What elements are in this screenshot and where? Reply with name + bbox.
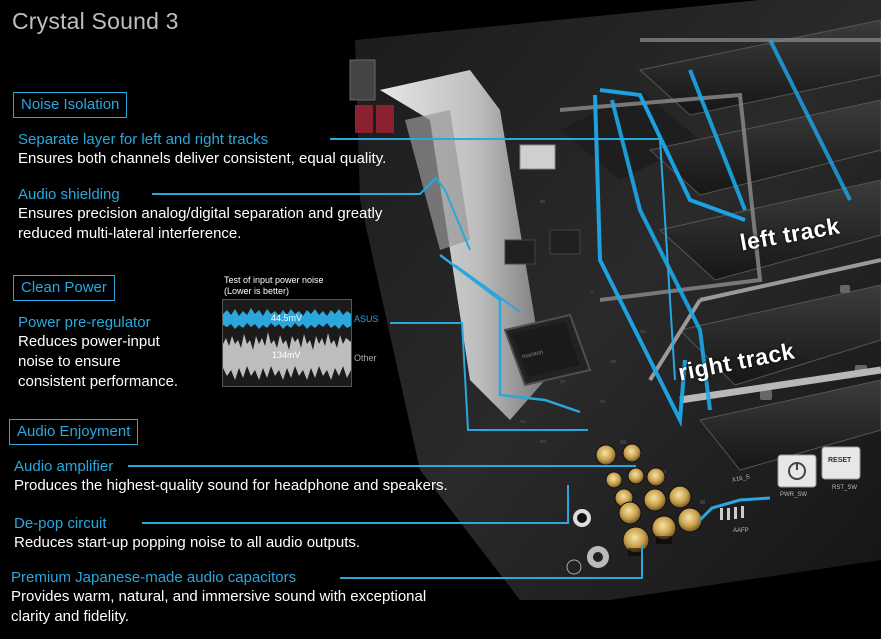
feature-desc-de-pop: Reduces start-up popping noise to all au…	[14, 534, 361, 551]
callout-lines	[128, 39, 852, 579]
reset-button-label: RESET	[828, 457, 852, 464]
feature-desc-audio-shielding-line1: Ensures precision analog/digital separat…	[18, 205, 383, 222]
feature-desc-audio-shielding-line2: reduced multi-lateral interference.	[18, 225, 242, 242]
noise-other-label: Other	[354, 353, 377, 363]
noise-chart-title-line2: (Lower is better)	[224, 286, 290, 296]
aafp-label: AAFP	[733, 528, 749, 534]
feature-desc-capacitors-line1: Provides warm, natural, and immersive so…	[11, 588, 427, 605]
page-title: Crystal Sound 3	[12, 8, 179, 34]
feature-title-capacitors: Premium Japanese-made audio capacitors	[11, 569, 297, 586]
noise-asus-value: 44.5mV	[271, 313, 303, 323]
feature-title-audio-shielding: Audio shielding	[18, 186, 120, 203]
feature-desc-power-line1: Reduces power-input	[18, 333, 160, 350]
noise-asus-label: ASUS	[354, 314, 379, 324]
noise-chart: 44.5mV 134mV	[222, 299, 352, 387]
section-heading-noise-isolation: Noise Isolation	[13, 92, 128, 118]
feature-title-de-pop: De-pop circuit	[14, 515, 107, 532]
feature-title-separate-layer: Separate layer for left and right tracks	[18, 131, 269, 148]
expansion-slots	[560, 19, 881, 471]
feature-desc-capacitors-line2: clarity and fidelity.	[11, 608, 130, 625]
pwr-sw-label: PWR_SW	[780, 492, 807, 498]
feature-desc-power-line3: consistent performance.	[18, 373, 179, 390]
onboard-buttons	[777, 446, 861, 488]
feature-desc-audio-amplifier: Produces the highest-quality sound for h…	[14, 477, 448, 494]
audio-shield	[380, 70, 545, 420]
section-heading-clean-power: Clean Power	[13, 275, 115, 301]
audio-codec-chip	[503, 313, 592, 387]
feature-desc-separate-layer: Ensures both channels deliver consistent…	[18, 150, 387, 167]
rst-sw-label: RST_SW	[832, 485, 858, 491]
feature-desc-power-line2: noise to ensure	[18, 353, 121, 370]
feature-title-audio-amplifier: Audio amplifier	[14, 458, 114, 475]
noise-waveforms	[223, 308, 351, 380]
noise-other-value: 134mV	[272, 350, 301, 360]
feature-title-power-pre-regulator: Power pre-regulator	[18, 314, 151, 331]
noise-chart-title-line1: Test of input power noise	[224, 275, 324, 285]
section-heading-audio-enjoyment: Audio Enjoyment	[9, 419, 139, 445]
